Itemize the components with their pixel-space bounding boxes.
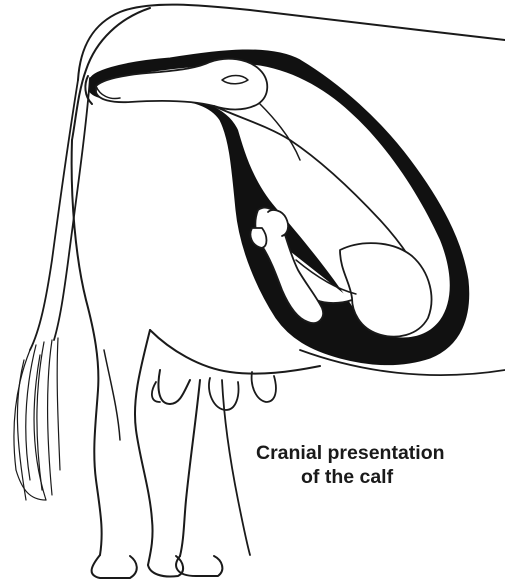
caption-line-2: of the calf [256, 465, 505, 489]
cow-teat-3 [252, 372, 276, 402]
cow-hock-line [104, 350, 120, 440]
hoof-rear [92, 555, 137, 578]
caption-line-1: Cranial presentation [256, 441, 505, 465]
cow-far-leg [180, 380, 200, 556]
cow-tail-left [30, 80, 78, 350]
figure-caption: Cranial presentation of the calf [256, 441, 505, 489]
cow-udder [158, 370, 190, 404]
cow-hind-leg-front-outline [135, 330, 153, 565]
cow-far-leg-rear [222, 380, 250, 555]
cow-tail-switch [14, 338, 60, 500]
